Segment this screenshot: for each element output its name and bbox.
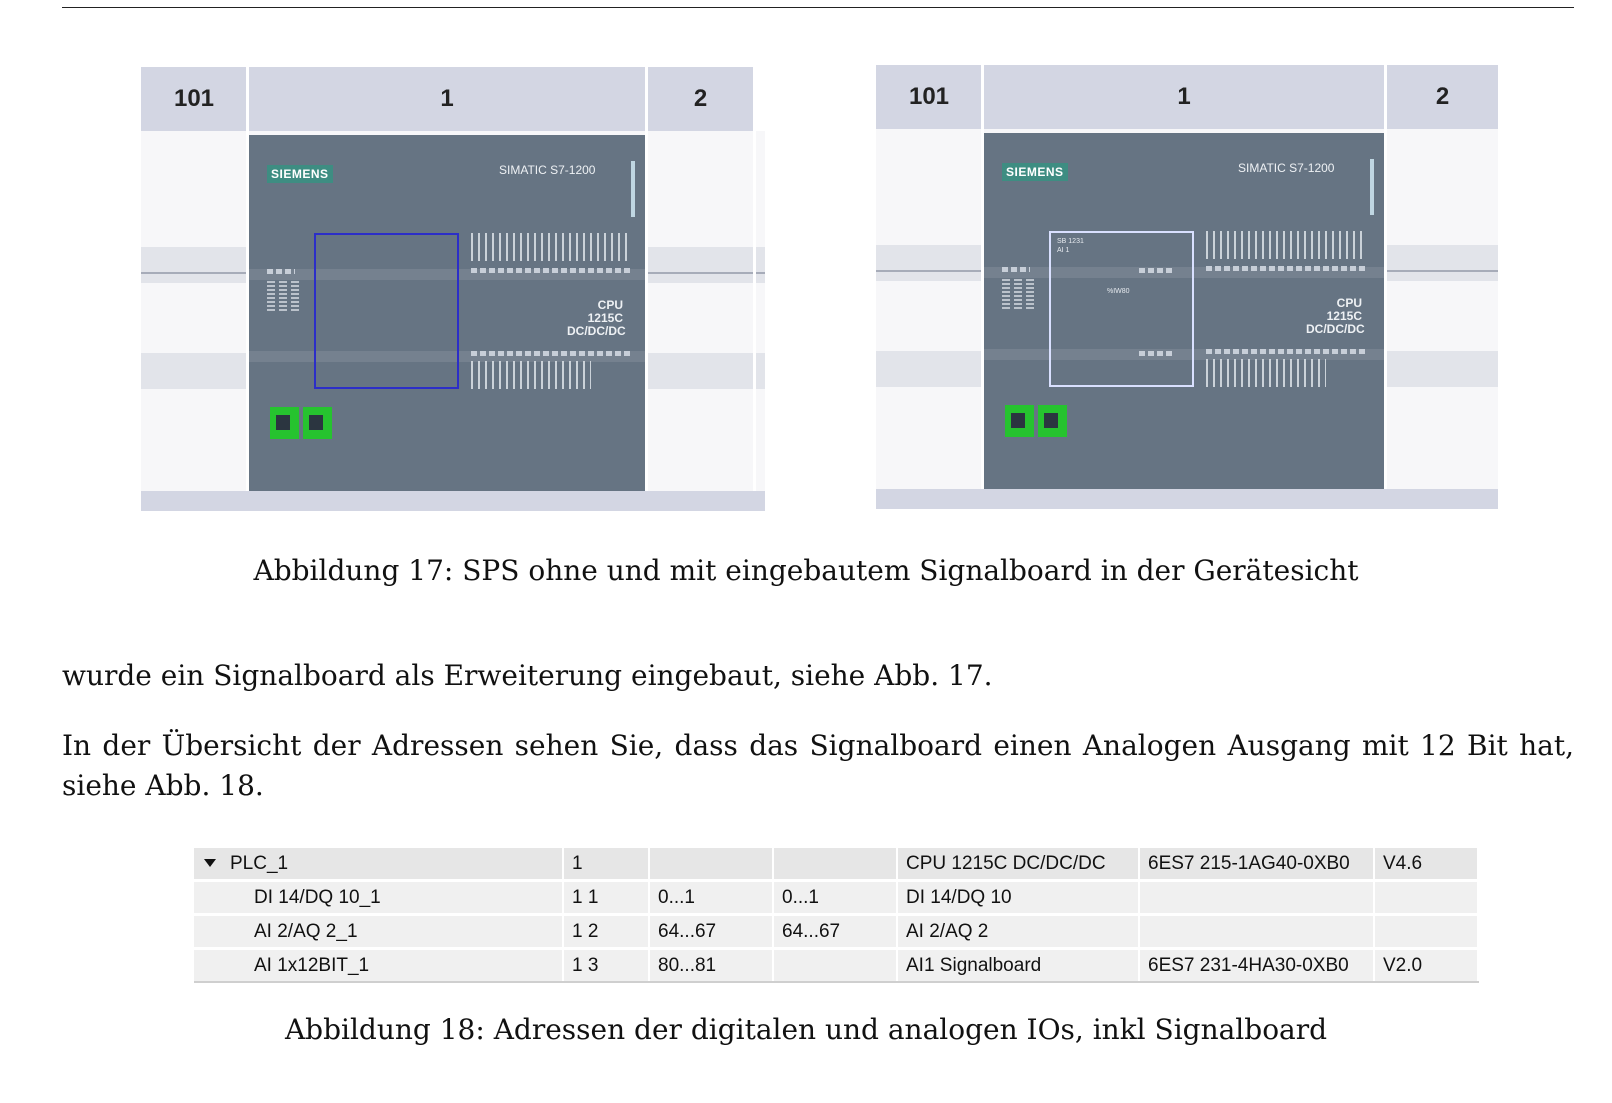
firmware-cell: V4.6 — [1374, 848, 1479, 882]
firmware-cell — [1374, 914, 1479, 950]
di-channel-labels — [471, 233, 631, 261]
profinet-port-2-icon[interactable] — [303, 407, 332, 439]
q-address-cell: 64...67 — [773, 914, 898, 950]
slot-separator — [1384, 65, 1387, 509]
cpu-io-band-lower — [984, 349, 1384, 360]
type-cell: CPU 1215C DC/DC/DC — [897, 848, 1140, 882]
device-view-without-signalboard: 101 1 2 SIEMENS SIMATIC S7-1200 CPU 1215… — [141, 67, 765, 511]
error-label — [1014, 279, 1022, 309]
device-view-with-signalboard: 101 1 2 SIEMENS SIMATIC S7-1200 CPU 1215… — [876, 65, 1498, 509]
run-stop-leds — [1002, 267, 1030, 272]
maint-label — [291, 281, 299, 311]
table-row[interactable]: DI 14/DQ 10_1 1 1 0...1 0...1 DI 14/DQ 1… — [194, 880, 1479, 916]
device-name-cell: AI 1x12BIT_1 — [194, 948, 564, 983]
slot-cell: 1 1 — [563, 880, 650, 916]
slot-separator — [246, 67, 249, 511]
slot-cell: 1 2 — [563, 914, 650, 950]
cpu-model-label: CPU 1215C DC/DC/DC — [567, 298, 626, 338]
type-cell: AI1 Signalboard — [897, 948, 1140, 983]
siemens-logo: SIEMENS — [267, 165, 333, 183]
profinet-port-1-icon[interactable] — [1005, 405, 1034, 437]
run-stop-label — [1002, 279, 1010, 309]
table-row[interactable]: AI 1x12BIT_1 1 3 80...81 AI1 Signalboard… — [194, 948, 1479, 983]
figure-17-caption: Abbildung 17: SPS ohne und mit eingebaut… — [253, 554, 1359, 587]
device-name-cell: DI 14/DQ 10_1 — [194, 880, 564, 916]
dq-channel-labels — [471, 361, 591, 389]
signalboard-sb1231[interactable]: SB 1231 AI 1 %IW80 — [1049, 231, 1194, 387]
slot-cell: 1 3 — [563, 948, 650, 983]
i-address-cell: 80...81 — [649, 948, 774, 983]
slot-separator — [981, 65, 984, 509]
di-status-leds — [1206, 266, 1366, 271]
run-stop-label — [267, 281, 275, 311]
status-led-strip — [1370, 159, 1374, 215]
cpu-io-band-upper — [984, 267, 1384, 278]
collapse-triangle-icon[interactable] — [204, 858, 216, 867]
q-address-cell: 0...1 — [773, 880, 898, 916]
i-address-cell: 64...67 — [649, 914, 774, 950]
address-overview-table: PLC_1 1 CPU 1215C DC/DC/DC 6ES7 215-1AG4… — [194, 848, 1479, 983]
table-row[interactable]: AI 2/AQ 2_1 1 2 64...67 64...67 AI 2/AQ … — [194, 914, 1479, 950]
firmware-cell: V2.0 — [1374, 948, 1479, 983]
firmware-cell — [1374, 880, 1479, 916]
q-address-cell — [773, 948, 898, 983]
cpu-module[interactable]: SIEMENS SIMATIC S7-1200 CPU 1215C DC/DC/… — [984, 133, 1384, 489]
rack-bottom-bar — [876, 489, 1498, 509]
article-number-cell — [1139, 914, 1375, 950]
signalboard-address-label: %IW80 — [1107, 288, 1130, 295]
maint-label — [1026, 279, 1034, 309]
slot-header-101[interactable]: 101 — [141, 67, 247, 131]
profinet-port-1-icon[interactable] — [270, 407, 299, 439]
signalboard-slot-empty[interactable] — [314, 233, 459, 389]
signalboard-leds-lower — [1139, 351, 1173, 356]
profinet-port-2-icon[interactable] — [1038, 405, 1067, 437]
article-number-cell — [1139, 880, 1375, 916]
slot-separator — [753, 67, 756, 511]
slot-cell: 1 — [563, 848, 650, 882]
type-cell: AI 2/AQ 2 — [897, 914, 1140, 950]
slot-separator — [645, 67, 648, 511]
i-address-cell: 0...1 — [649, 880, 774, 916]
dq-status-leds — [471, 351, 631, 356]
error-label — [279, 281, 287, 311]
cpu-io-band-lower — [249, 351, 645, 362]
paragraph-2-text: In der Übersicht der Adressen sehen Sie,… — [62, 729, 1574, 802]
di-status-leds — [471, 268, 631, 273]
status-led-strip — [631, 161, 635, 217]
device-name-cell[interactable]: PLC_1 — [194, 848, 564, 882]
signalboard-type-label: SB 1231 AI 1 — [1057, 238, 1084, 254]
slot-header-1[interactable]: 1 — [984, 65, 1384, 129]
di-channel-labels — [1206, 231, 1366, 259]
dq-channel-labels — [1206, 359, 1326, 387]
device-name-cell: AI 2/AQ 2_1 — [194, 914, 564, 950]
signalboard-leds — [1139, 268, 1173, 273]
article-number-cell: 6ES7 215-1AG40-0XB0 — [1139, 848, 1375, 882]
siemens-logo: SIEMENS — [1002, 163, 1068, 181]
run-stop-leds — [267, 269, 295, 274]
figure-18-caption: Abbildung 18: Adressen der digitalen und… — [284, 1013, 1328, 1046]
series-label: SIMATIC S7-1200 — [1238, 161, 1335, 175]
table-row[interactable]: PLC_1 1 CPU 1215C DC/DC/DC 6ES7 215-1AG4… — [194, 848, 1479, 882]
cpu-module[interactable]: SIEMENS SIMATIC S7-1200 CPU 1215C DC/DC/… — [249, 135, 645, 491]
slot-header-2[interactable]: 2 — [648, 67, 753, 131]
slot-header-101[interactable]: 101 — [876, 65, 982, 129]
article-number-cell: 6ES7 231-4HA30-0XB0 — [1139, 948, 1375, 983]
cpu-model-label: CPU 1215C DC/DC/DC — [1306, 296, 1365, 336]
type-cell: DI 14/DQ 10 — [897, 880, 1140, 916]
dq-status-leds — [1206, 349, 1366, 354]
top-rule — [62, 7, 1574, 8]
i-address-cell — [649, 848, 774, 882]
slot-header-1[interactable]: 1 — [249, 67, 645, 131]
series-label: SIMATIC S7-1200 — [499, 163, 596, 177]
paragraph-1: wurde ein Signalboard als Erweiterung ei… — [62, 659, 993, 692]
rack-bottom-bar — [141, 491, 765, 511]
cpu-io-band-upper — [249, 269, 645, 280]
paragraph-2: In der Übersicht der Adressen sehen Sie,… — [62, 726, 1574, 806]
q-address-cell — [773, 848, 898, 882]
slot-header-2[interactable]: 2 — [1387, 65, 1498, 129]
